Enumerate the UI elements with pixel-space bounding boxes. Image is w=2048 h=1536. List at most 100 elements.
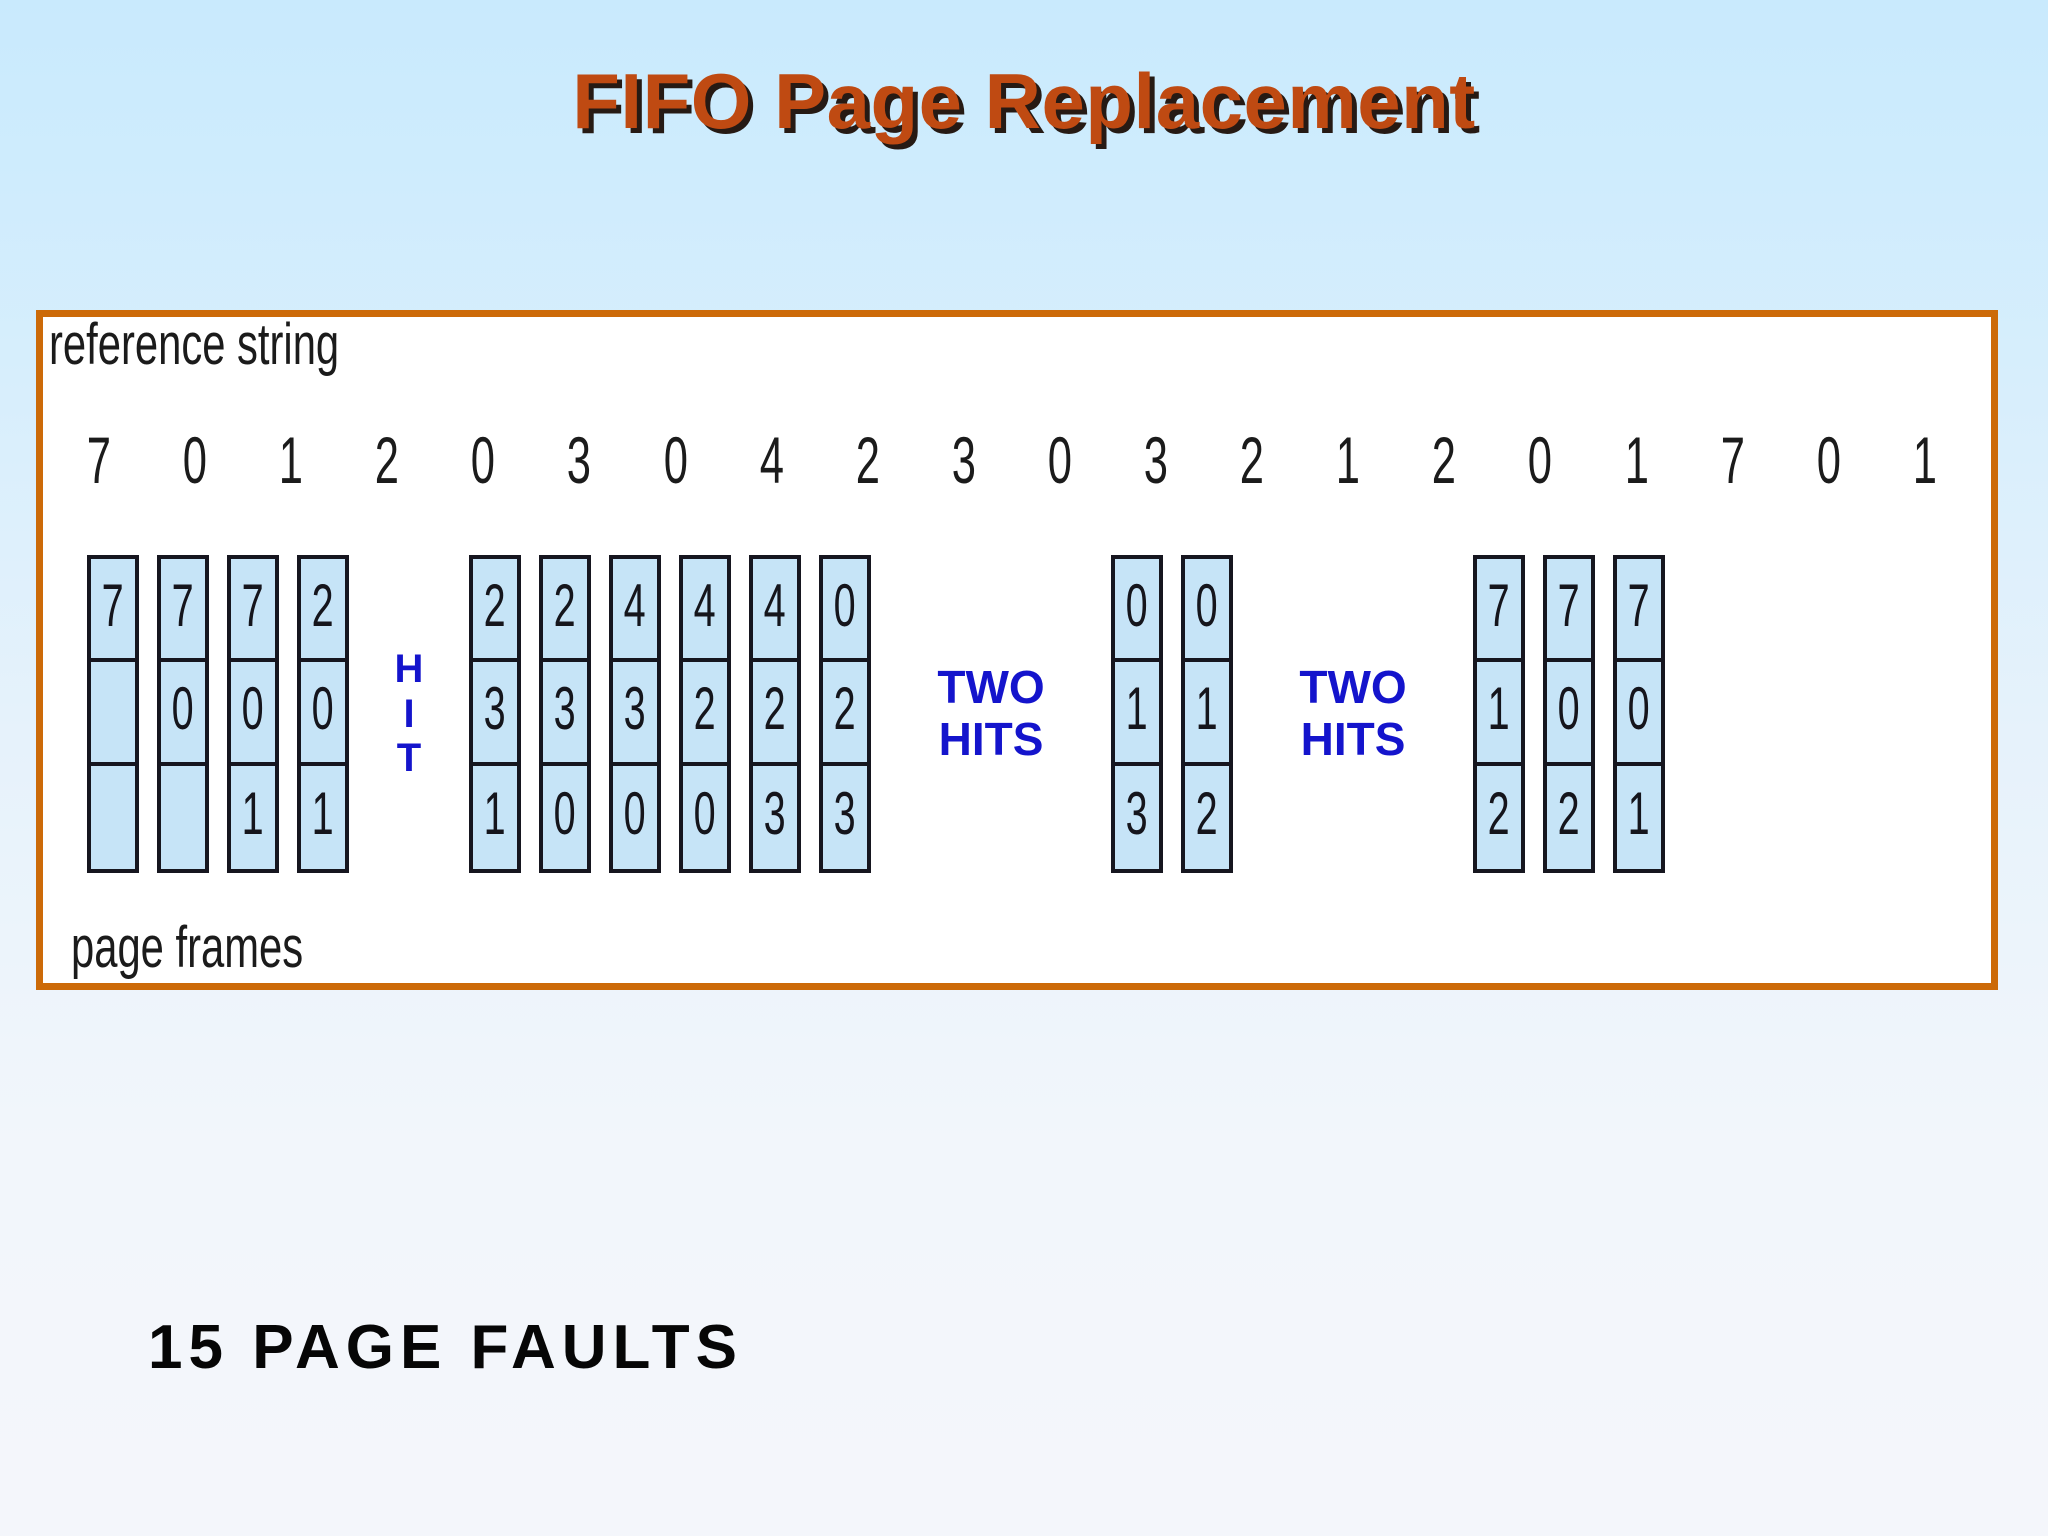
page-frame-value: 3 [553, 674, 577, 742]
reference-string-digit: 4 [759, 423, 784, 497]
page-frame-value: 7 [241, 571, 265, 639]
page-frame-value: 1 [1125, 674, 1149, 742]
annotation-line: H [394, 646, 424, 691]
reference-string-digit: 2 [855, 423, 880, 497]
page-frame-value: 3 [763, 780, 787, 848]
page-frame-cell: 1 [231, 766, 275, 869]
reference-string-digit: 0 [471, 423, 496, 497]
page-frame-value: 2 [483, 571, 507, 639]
page-frame-value: 1 [241, 780, 265, 848]
page-frame-cell: 7 [91, 559, 135, 663]
page-frame-cell: 0 [301, 662, 345, 766]
page-frame-cell: 1 [1115, 662, 1159, 766]
page-frame-value: 3 [483, 674, 507, 742]
annotation-line: HITS [1300, 713, 1406, 765]
page-frame-cell: 1 [1477, 662, 1521, 766]
page-frame-value: 2 [763, 674, 787, 742]
page-frame-cell-empty [91, 766, 135, 869]
page-frame-value: 7 [101, 571, 125, 639]
page-frame-column: 7 0 2 [1543, 555, 1595, 873]
page-frame-cell: 3 [753, 766, 797, 869]
annotation-line: TWO [1299, 661, 1407, 714]
reference-string-digit: 1 [1335, 423, 1361, 497]
page-frame-value: 4 [693, 571, 717, 639]
page-frame-value: 4 [623, 571, 647, 639]
reference-string-digit: 0 [182, 423, 208, 497]
reference-string-digit: 1 [1624, 423, 1649, 497]
page-frame-cell: 3 [473, 662, 517, 766]
page-frame-cell: 3 [823, 766, 867, 869]
reference-string-digit: 7 [86, 423, 112, 497]
page-frame-value: 3 [623, 674, 647, 742]
page-frame-cell: 3 [613, 662, 657, 766]
reference-string-digit: 2 [375, 423, 400, 497]
page-frame-cell: 2 [301, 559, 345, 663]
page-frame-column: 0 1 3 [1111, 555, 1163, 873]
page-frame-value: 7 [1627, 571, 1651, 639]
page-frame-cell: 7 [1617, 559, 1661, 663]
page-frame-cell: 0 [1115, 559, 1159, 663]
page-frame-value: 7 [171, 571, 195, 639]
page-frame-value: 0 [241, 674, 265, 742]
page-frame-cell: 0 [823, 559, 867, 663]
page-frame-column: 7 1 2 [1473, 555, 1525, 873]
reference-string-digit: 1 [1912, 423, 1937, 497]
page-frame-value: 1 [311, 780, 335, 848]
page-frame-column: 2 0 1 [297, 555, 349, 873]
page-frame-value: 0 [171, 674, 195, 742]
page-frames-label: page frames [71, 915, 304, 980]
page-frame-value: 2 [1487, 780, 1511, 848]
reference-string-digit: 2 [1239, 423, 1265, 497]
page-frame-value: 0 [833, 571, 857, 639]
reference-string-digit: 3 [951, 423, 976, 497]
page-frame-value: 0 [693, 780, 717, 848]
page-frame-column: 4 2 0 [679, 555, 731, 873]
page-frame-column: 0 2 3 [819, 555, 871, 873]
page-frame-cell: 7 [1547, 559, 1591, 663]
page-frame-cell: 0 [543, 766, 587, 869]
page-frame-value: 0 [1557, 674, 1581, 742]
page-frame-cell: 3 [543, 662, 587, 766]
page-frame-value: 4 [763, 571, 787, 639]
page-frame-value: 7 [1487, 571, 1511, 639]
page-frame-value: 1 [1627, 780, 1651, 848]
page-frame-value: 0 [311, 674, 335, 742]
page-frame-value: 2 [693, 674, 717, 742]
page-frame-value: 1 [1487, 674, 1511, 742]
page-frame-column: 4 2 3 [749, 555, 801, 873]
page-frame-value: 7 [1557, 571, 1581, 639]
page-frame-value: 0 [1125, 571, 1149, 639]
page-frame-cell: 1 [1185, 662, 1229, 766]
page-frame-cell: 2 [543, 559, 587, 663]
reference-string-digit: 1 [278, 423, 304, 497]
page-frame-cell: 0 [161, 662, 205, 766]
page-frame-column: 2 3 0 [539, 555, 591, 873]
page-frame-cell: 3 [1115, 766, 1159, 869]
page-frame-cell: 2 [1185, 766, 1229, 869]
page-frame-cell: 7 [161, 559, 205, 663]
page-frame-cell: 1 [301, 766, 345, 869]
page-frame-cell: 2 [823, 662, 867, 766]
page-frame-cell: 0 [1617, 662, 1661, 766]
page-frame-cell: 1 [473, 766, 517, 869]
page-frame-value: 1 [483, 780, 507, 848]
page-frame-cell: 2 [1547, 766, 1591, 869]
reference-string-digit: 3 [1143, 423, 1169, 497]
page-frame-cell: 0 [1547, 662, 1591, 766]
reference-string-digit: 0 [1816, 423, 1841, 497]
page-frame-cell: 4 [683, 559, 727, 663]
page-frame-value: 2 [311, 571, 335, 639]
page-frame-value: 2 [1557, 780, 1581, 848]
page-frame-cell: 0 [683, 766, 727, 869]
page-frame-value: 0 [1627, 674, 1651, 742]
page-frame-value: 2 [833, 674, 857, 742]
annotation-line: HITS [938, 713, 1044, 765]
